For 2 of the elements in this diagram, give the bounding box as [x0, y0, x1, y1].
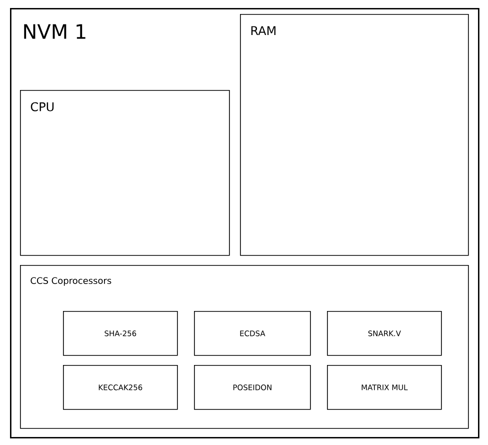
block-box: CPU	[20, 90, 230, 256]
block-box: RAM	[240, 14, 469, 256]
